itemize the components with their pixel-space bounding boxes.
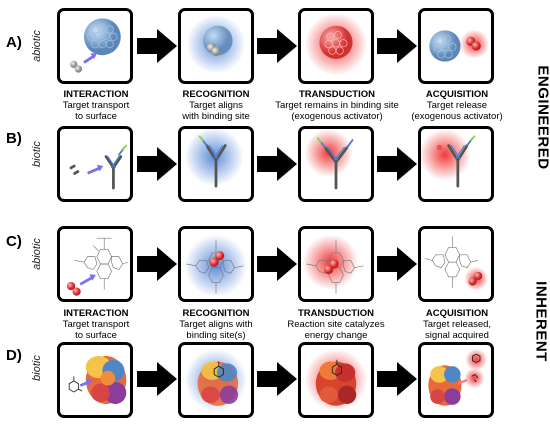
- arrow-c2: [257, 247, 297, 281]
- target-molecule-icon: [66, 281, 81, 296]
- arrow-a1: [137, 29, 177, 63]
- arrow-d2: [257, 362, 297, 396]
- side-label-a: abiotic: [31, 30, 43, 62]
- side-label-b: biotic: [31, 141, 43, 167]
- panel-b-transduction: [298, 126, 374, 202]
- panel-c-interaction: [57, 226, 133, 302]
- group-label-engineered: ENGINEERED: [534, 65, 550, 170]
- side-label-c: abiotic: [31, 238, 43, 270]
- row-label-d: D): [6, 347, 22, 364]
- panel-c-recognition: [178, 226, 254, 302]
- arrow-b2: [257, 147, 297, 181]
- row-label-c: C): [6, 233, 22, 250]
- panel-d-interaction: [57, 342, 133, 418]
- row-label-a: A): [6, 34, 22, 51]
- target-molecule-icon: [69, 164, 80, 175]
- porphyrin-framework-icon: [74, 237, 129, 290]
- arrow-c3: [377, 247, 417, 281]
- arrow-c1: [137, 247, 177, 281]
- arrow-d3: [377, 362, 417, 396]
- arrow-b1: [137, 147, 177, 181]
- panel-b-recognition: [178, 126, 254, 202]
- panel-b-interaction: [57, 126, 133, 202]
- arrow-a2: [257, 29, 297, 63]
- panel-a-acquisition: [418, 8, 494, 84]
- enzyme-icon: [85, 356, 127, 404]
- panel-a-interaction: [57, 8, 133, 84]
- group-label-inherent: INHERENT: [532, 281, 550, 362]
- side-label-d: biotic: [31, 355, 43, 381]
- row-label-b: B): [6, 130, 22, 147]
- panel-a-transduction: [298, 8, 374, 84]
- panel-d-recognition: [178, 342, 254, 418]
- panel-d-acquisition: [418, 342, 494, 418]
- antibody-icon: [104, 144, 128, 190]
- panel-b-acquisition: [418, 126, 494, 202]
- panel-c-acquisition: [418, 226, 494, 302]
- target-molecule-icon: [70, 60, 83, 73]
- arrow-d1: [137, 362, 177, 396]
- nanoparticle-cluster-icon: [83, 18, 121, 56]
- panel-d-transduction: [298, 342, 374, 418]
- substrate-molecule-icon: [68, 376, 83, 393]
- arrow-b3: [377, 147, 417, 181]
- panel-c-transduction: [298, 226, 374, 302]
- panel-a-recognition: [178, 8, 254, 84]
- arrow-a3: [377, 29, 417, 63]
